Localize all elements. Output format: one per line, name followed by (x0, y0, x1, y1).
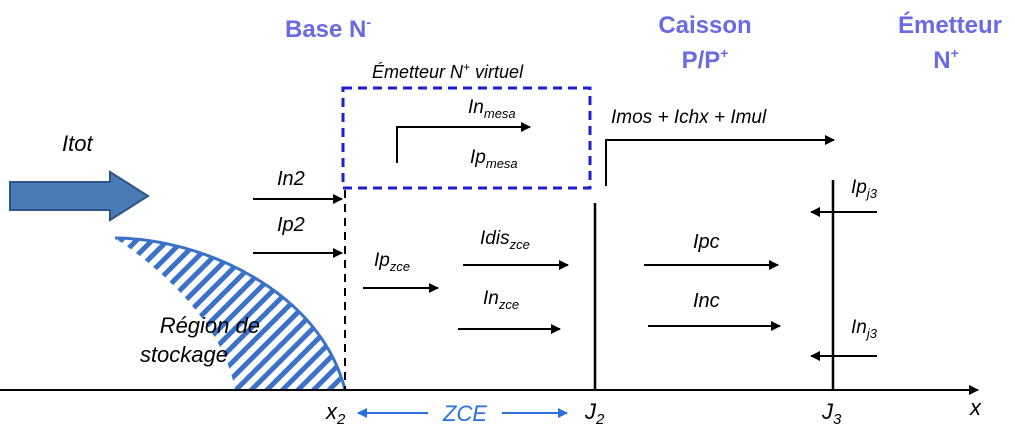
header-base: Base N- (285, 14, 371, 43)
ipc-label: Ipc (693, 231, 720, 253)
mesa-box-label: Émetteur N+ virtuel (372, 60, 524, 82)
ip2-label: Ip2 (277, 214, 305, 236)
header-emetteur-type: N+ (933, 45, 959, 74)
in-zce-label: Inzce (483, 288, 519, 312)
ip-zce-label: Ipzce (374, 250, 410, 274)
in-j3-label: Inj3 (851, 317, 878, 341)
header-caisson-type: P/P+ (682, 45, 729, 74)
in2-label: In2 (277, 168, 305, 190)
j2-label: J2 (584, 399, 605, 428)
header-emetteur: Émetteur (898, 11, 1002, 39)
header-caisson: Caisson (658, 12, 751, 39)
imos-label: Imos + Ichx + Imul (611, 107, 767, 128)
storage-region-boundary (114, 236, 347, 391)
virtual-emitter-box (341, 86, 592, 190)
j3-label: J3 (821, 399, 842, 428)
ip-j3-label: Ipj3 (851, 177, 878, 201)
region-label-2: stockage (140, 342, 228, 367)
zce-label: ZCE (442, 401, 487, 426)
inc-label: Inc (693, 290, 720, 312)
imos-arrow (605, 135, 835, 186)
itot-arrow (9, 170, 150, 222)
x-axis-label: x (969, 395, 982, 420)
x2-label: x2 (325, 399, 346, 428)
mesa-arrow (396, 122, 531, 163)
region-label-1: Région de (160, 313, 260, 338)
idis-zce-label: Idiszce (480, 228, 530, 252)
ip-mesa-label: Ipmesa (470, 147, 518, 171)
in-mesa-label: Inmesa (468, 97, 516, 121)
itot-label: Itot (62, 131, 93, 156)
storage-region-hatch (115, 238, 345, 390)
